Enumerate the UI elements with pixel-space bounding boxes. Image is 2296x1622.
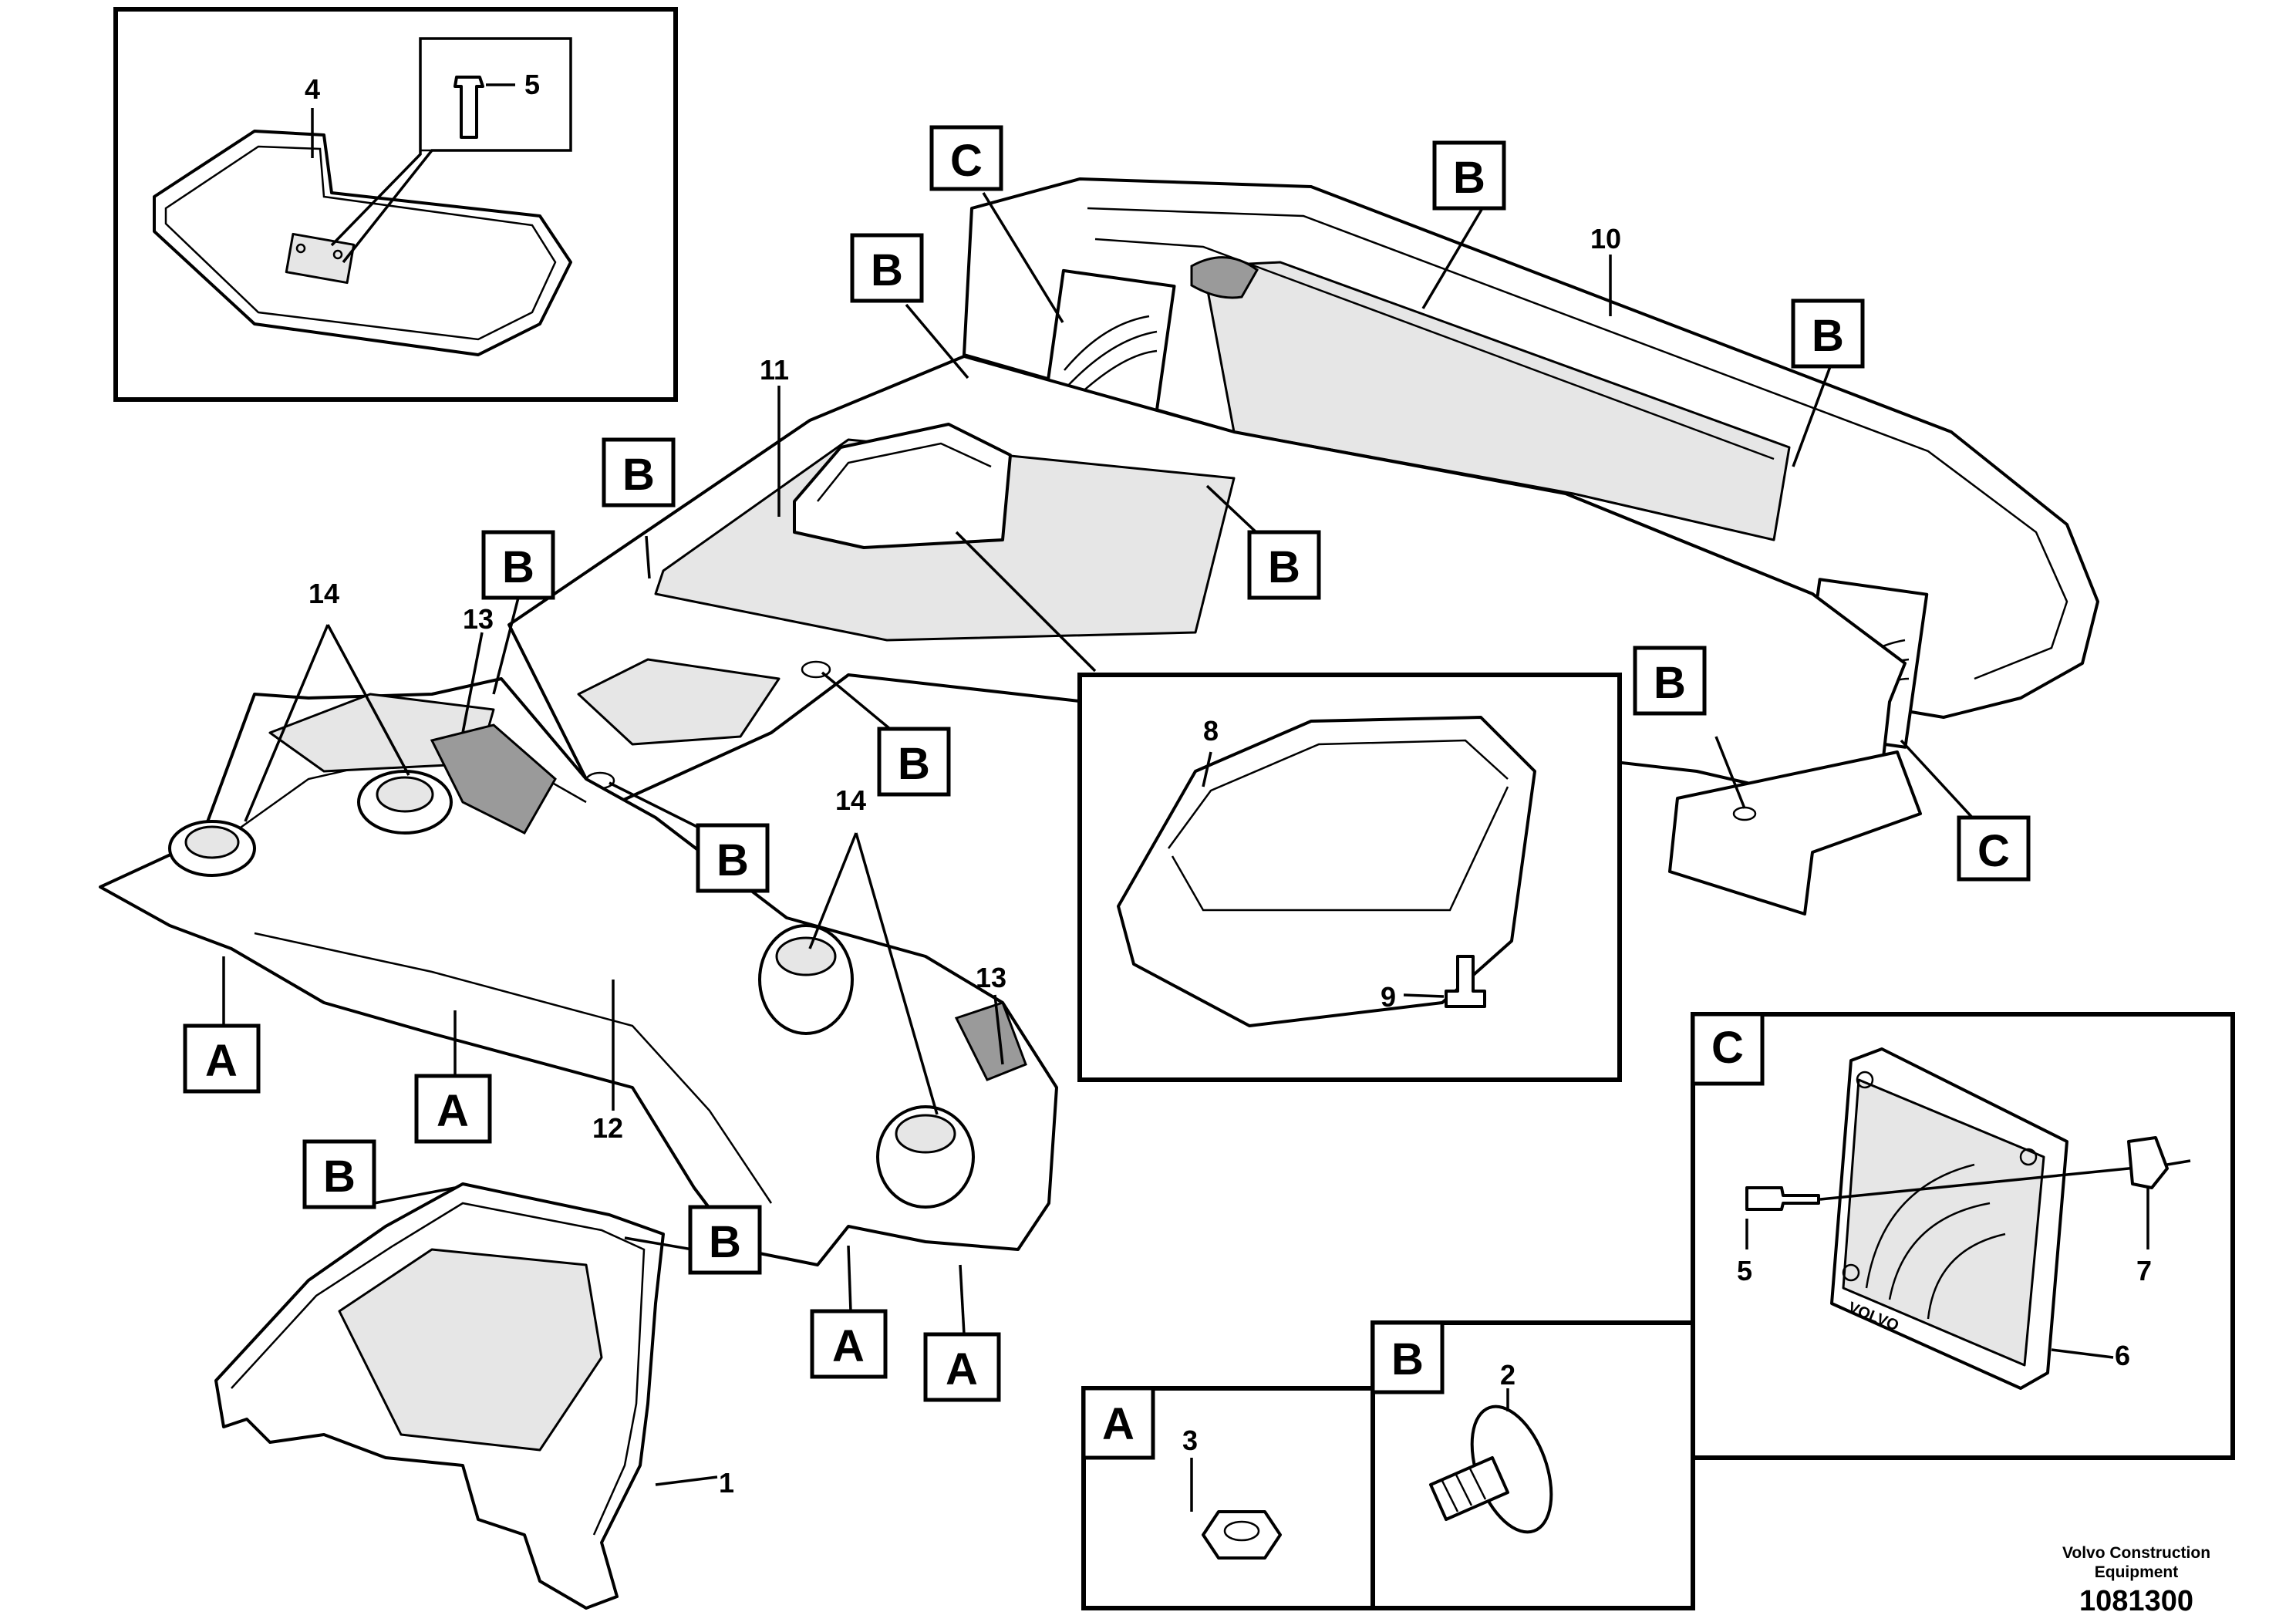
label-b-1: B [871,245,903,295]
label-b-11: B [709,1217,741,1267]
callout-2: 2 [1500,1359,1515,1391]
callout-12: 12 [592,1112,623,1144]
callout-14-left: 14 [308,578,339,609]
lamp-cover-detail: 8 9 [1077,673,1622,1082]
callout-5-speaker: 5 [1737,1255,1752,1286]
detail-box-c-letter: C [1711,1023,1744,1073]
callout-13-right: 13 [976,962,1006,993]
label-c-right: C [1977,826,2010,876]
callout-6: 6 [2115,1340,2130,1371]
callout-9: 9 [1381,981,1396,1013]
company-line-1: Volvo Construction [2062,1544,2210,1562]
callout-11: 11 [760,354,789,386]
label-b-6: B [502,542,534,592]
drawing-footer: Volvo Construction Equipment 1081300 [2062,1544,2210,1617]
nut-detail: A 3 [1081,1386,1406,1610]
roof-rear-panel [963,177,2099,719]
label-b-2: B [1453,153,1485,203]
bottom-cover [214,1182,665,1610]
label-b-5: B [622,450,655,500]
front-overhead-console [99,677,1058,1266]
label-a-3: A [832,1321,865,1371]
callout-4: 4 [305,73,320,105]
label-b-9: B [1654,658,1686,708]
callout-8: 8 [1203,715,1219,747]
label-b-10: B [323,1152,356,1202]
detail-box-a-letter: A [1102,1399,1135,1449]
drawing-number: 1081300 [2079,1585,2193,1617]
detail-box-b-letter: B [1391,1334,1424,1384]
company-line-2: Equipment [2095,1563,2179,1581]
callout-14-right: 14 [835,784,866,816]
sun-visor-inset: 4 5 [113,7,678,402]
label-a-4: A [946,1344,978,1394]
callout-5-inset: 5 [524,69,540,100]
part-callouts: 10 11 12 13 13 14 14 1 [308,223,1621,1499]
label-a-1: A [205,1036,238,1086]
label-a-2: A [437,1086,469,1136]
label-b-4: B [1268,542,1300,592]
callout-1: 1 [719,1467,734,1499]
label-boxes: C C B B B B B B B B B B B A A A A [183,125,2031,1402]
roof-bracket [1668,750,1922,916]
callout-13-left: 13 [463,603,494,635]
callout-3: 3 [1182,1425,1198,1456]
label-b-3: B [1812,311,1844,361]
callout-7: 7 [2136,1255,2152,1286]
label-b-8: B [716,835,749,885]
label-b-7: B [898,739,930,789]
callout-10: 10 [1590,223,1621,255]
label-c-top: C [950,136,983,186]
rivet-detail: B 2 [1371,1320,1695,1610]
speaker-detail: VOLVO C 5 6 7 [1691,1012,2235,1460]
